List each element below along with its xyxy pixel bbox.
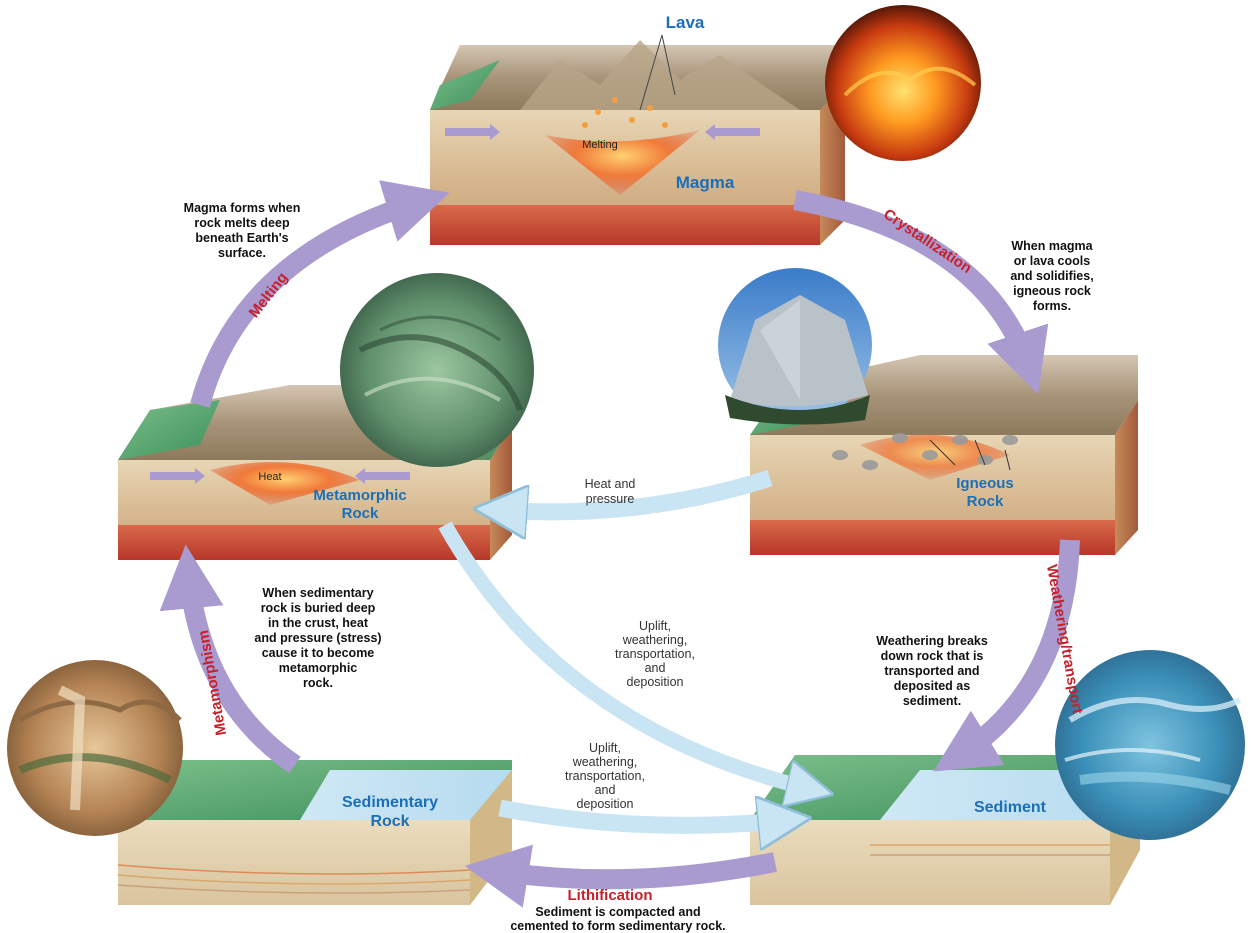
desc-line: rock.	[303, 676, 333, 690]
metamorphic-label-line1: Metamorphic	[313, 487, 406, 504]
desc-line: cause it to become	[262, 646, 375, 660]
uplift-bottom-arrow	[500, 808, 790, 825]
sediment-label: Sediment	[974, 799, 1047, 816]
desc-line: forms.	[1033, 299, 1071, 313]
igneous-label-line1: Igneous	[956, 475, 1014, 492]
desc-line: sediment.	[903, 694, 961, 708]
melting-small-label: Melting	[582, 139, 617, 151]
desc-line: Magma forms when	[184, 201, 301, 215]
desc-line: deposition	[627, 675, 684, 689]
magma-forms-description: Magma forms when rock melts deep beneath…	[184, 201, 301, 260]
marble-photo	[340, 273, 534, 467]
sedimentary-label-line1: Sedimentary	[342, 794, 438, 811]
lithification-process-label: Lithification	[568, 887, 653, 904]
desc-line: in the crust, heat	[268, 616, 369, 630]
desc-line: transportation,	[615, 647, 695, 661]
desc-line: weathering,	[622, 633, 688, 647]
sedimentary-block	[118, 760, 512, 905]
sedimentary-label-line2: Rock	[370, 813, 409, 830]
desc-line: When magma	[1011, 239, 1093, 253]
lava-label: Lava	[666, 13, 705, 32]
desc-line: and	[645, 661, 666, 675]
desc-line: down rock that is	[881, 649, 984, 663]
desc-line: deposited as	[894, 679, 970, 693]
metamorphic-label-line2: Rock	[342, 505, 379, 522]
desc-line: Uplift,	[639, 619, 671, 633]
desc-line: weathering,	[572, 755, 638, 769]
crystallization-process-label: Crystallization	[880, 206, 975, 277]
heat-small-label: Heat	[258, 471, 281, 483]
desc-line: Heat and	[585, 477, 636, 491]
lithification-arrow	[490, 862, 775, 879]
desc-line: transportation,	[565, 769, 645, 783]
heat-pressure-description: Heat and pressure	[585, 477, 636, 506]
uplift-bottom-description: Uplift, weathering, transportation, and …	[565, 741, 645, 811]
desc-line: rock melts deep	[194, 216, 290, 230]
desc-line: Uplift,	[589, 741, 621, 755]
desc-line: rock is buried deep	[261, 601, 376, 615]
desc-line: and pressure (stress)	[254, 631, 381, 645]
lava-photo	[825, 5, 981, 161]
weathering-breaks-description: Weathering breaks down rock that is tran…	[876, 634, 988, 708]
canyon-photo	[7, 660, 183, 836]
metamorphic-forms-description: When sedimentary rock is buried deep in …	[254, 586, 381, 690]
desc-line: Weathering breaks	[876, 634, 988, 648]
desc-line: When sedimentary	[262, 586, 373, 600]
river-delta-photo	[1055, 650, 1245, 840]
desc-line: surface.	[218, 246, 266, 260]
desc-line: beneath Earth's	[195, 231, 288, 245]
magma-label: Magma	[676, 173, 735, 192]
lithification-description: Sediment is compacted and cemented to fo…	[510, 905, 725, 933]
desc-line: pressure	[586, 492, 635, 506]
igneous-label-line2: Rock	[967, 493, 1004, 510]
magma-block	[430, 35, 845, 245]
desc-line: and	[595, 783, 616, 797]
uplift-center-description: Uplift, weathering, transportation, and …	[615, 619, 695, 689]
desc-line: and solidifies,	[1010, 269, 1093, 283]
desc-line: deposition	[577, 797, 634, 811]
desc-line: metamorphic	[279, 661, 358, 675]
desc-line: transported and	[884, 664, 979, 678]
desc-line: Sediment is compacted and	[535, 905, 700, 919]
desc-line: or lava cools	[1014, 254, 1090, 268]
desc-line: cemented to form sedimentary rock.	[510, 919, 725, 933]
igneous-forms-description: When magma or lava cools and solidifies,…	[1010, 239, 1093, 313]
desc-line: igneous rock	[1013, 284, 1091, 298]
